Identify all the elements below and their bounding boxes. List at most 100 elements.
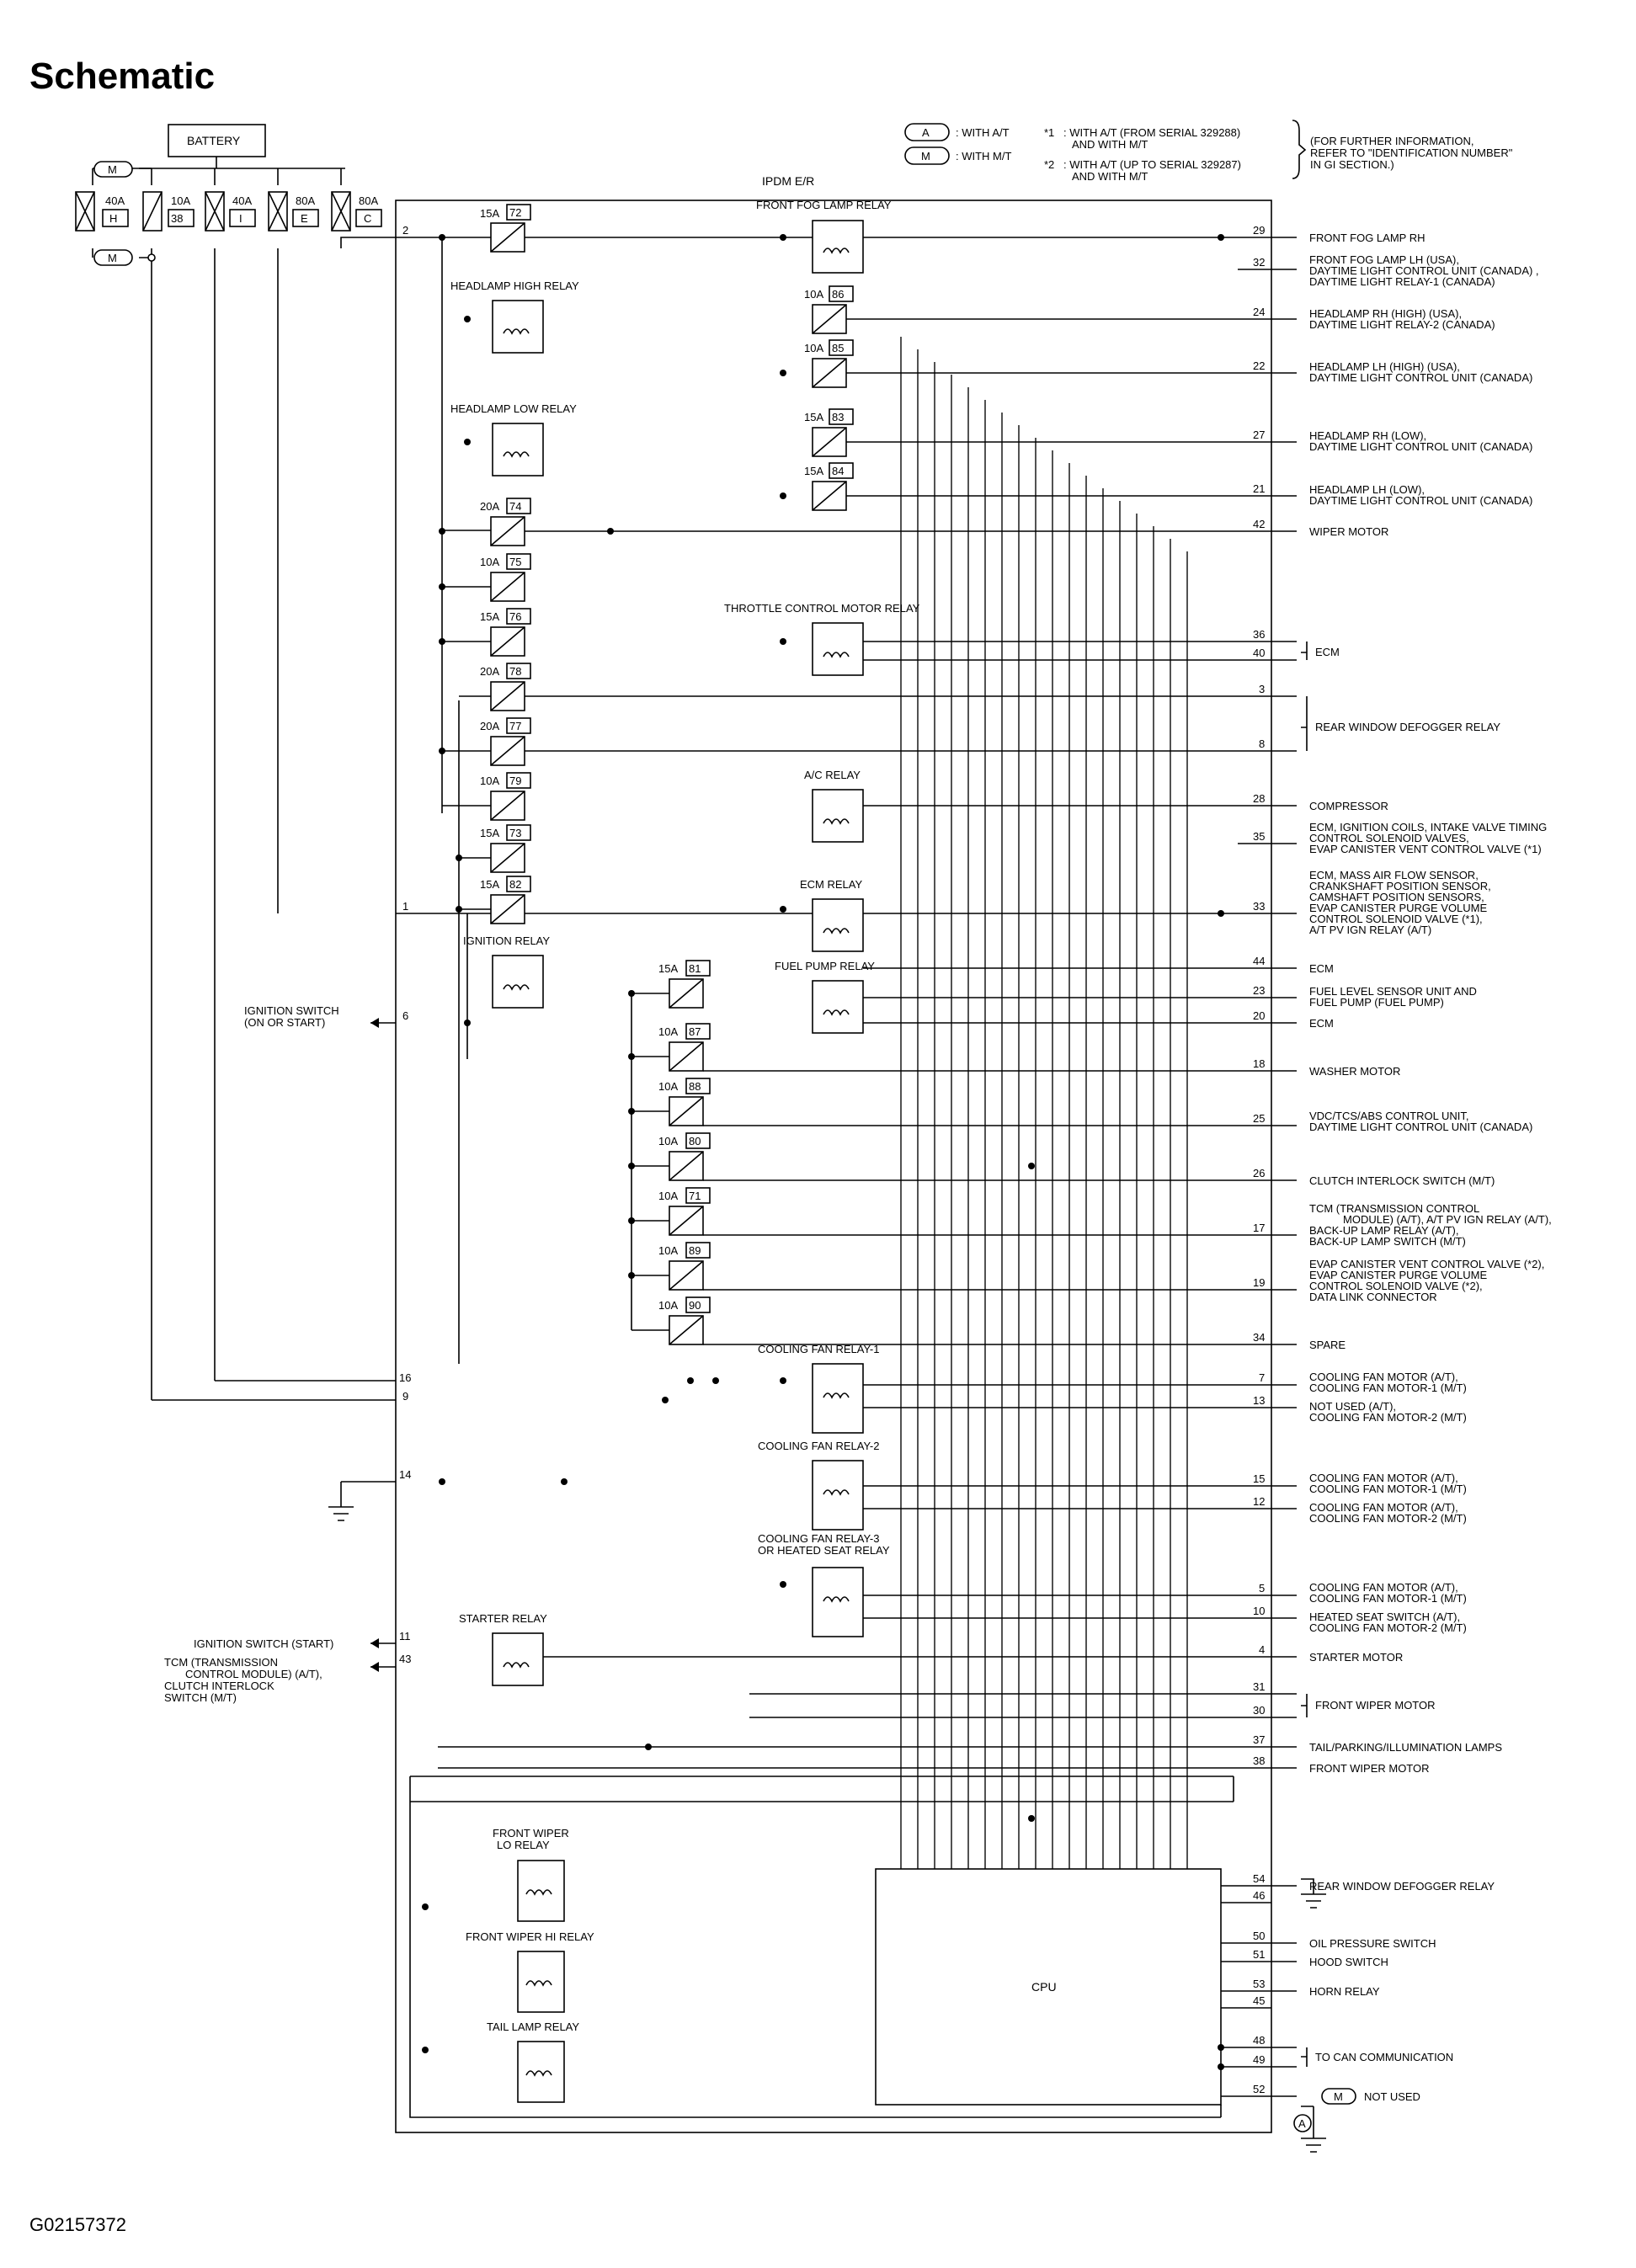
right-label: TO CAN COMMUNICATION: [1315, 2051, 1453, 2063]
right-label: DATA LINK CONNECTOR: [1309, 1291, 1437, 1303]
pin-number: 37: [1253, 1733, 1265, 1746]
fuse-amp: 20A: [480, 500, 499, 513]
battery-fuse-amp: 10A: [171, 194, 190, 207]
right-label: COOLING FAN MOTOR (A/T),: [1309, 1371, 1458, 1383]
cpu-ground-bus: [409, 1802, 1222, 2118]
fuse-amp: 10A: [658, 1080, 678, 1093]
pin-number: 44: [1253, 955, 1265, 967]
relay-label: ECM RELAY: [800, 878, 862, 891]
pin-number: 48: [1253, 2034, 1265, 2047]
relay-label: COOLING FAN RELAY-3: [758, 1532, 880, 1545]
fuse-amp: 10A: [658, 1244, 678, 1257]
fuse-amp: 10A: [480, 556, 499, 568]
pin-number: 28: [1253, 792, 1265, 805]
right-label: CONTROL SOLENOID VALVE (*1),: [1309, 913, 1483, 925]
right-label: COOLING FAN MOTOR-1 (M/T): [1309, 1592, 1467, 1605]
right-label: MODULE) (A/T), A/T PV IGN RELAY (A/T),: [1343, 1213, 1552, 1226]
right-label: NOT USED: [1364, 2090, 1420, 2103]
right-label: OIL PRESSURE SWITCH: [1309, 1937, 1436, 1950]
right-label: BACK-UP LAMP SWITCH (M/T): [1309, 1235, 1466, 1248]
right-label: ECM, IGNITION COILS, INTAKE VALVE TIMING: [1309, 821, 1547, 833]
module-label: IPDM E/R: [762, 174, 814, 188]
right-label: FRONT FOG LAMP RH: [1309, 232, 1425, 244]
right-label: CAMSHAFT POSITION SENSORS,: [1309, 891, 1484, 903]
left-input-wires: [152, 1022, 396, 1668]
right-label: ECM: [1309, 962, 1334, 975]
fuse-id: 73: [509, 827, 521, 839]
relay-label: LO RELAY: [497, 1839, 550, 1851]
pin-number: 10: [1253, 1605, 1265, 1617]
page-title: Schematic: [29, 56, 215, 97]
fuse-amp: 10A: [658, 1135, 678, 1147]
right-label: COOLING FAN MOTOR (A/T),: [1309, 1472, 1458, 1484]
m-option-symbol-bottom: [93, 249, 133, 266]
fuse-id: 83: [832, 411, 844, 423]
right-label: COOLING FAN MOTOR-2 (M/T): [1309, 1621, 1467, 1634]
fuse-id: 78: [509, 665, 521, 678]
legend-m-symbol: [904, 146, 950, 165]
fuse-id: 89: [689, 1244, 701, 1257]
right-label: CLUTCH INTERLOCK SWITCH (M/T): [1309, 1174, 1495, 1187]
right-label: COOLING FAN MOTOR (A/T),: [1309, 1581, 1458, 1594]
right-label: HEADLAMP LH (LOW),: [1309, 483, 1425, 496]
m-option-symbol-top: [93, 161, 133, 178]
relay-label: FRONT FOG LAMP RELAY: [756, 199, 892, 211]
pin-number: 19: [1253, 1276, 1265, 1289]
fuse-amp: 15A: [480, 878, 499, 891]
ground-symbol-bottom: [1301, 2106, 1326, 2153]
right-label: TAIL/PARKING/ILLUMINATION LAMPS: [1309, 1741, 1502, 1754]
fuse-id: 75: [509, 556, 521, 568]
pin-number: 25: [1253, 1112, 1265, 1125]
cooling-fan-relay-3: [812, 1567, 864, 1637]
legend-a-symbol: [904, 123, 950, 141]
battery-fuse-id: E: [301, 212, 308, 225]
fuse-id: 80: [689, 1135, 701, 1147]
pin-number: 26: [1253, 1167, 1265, 1179]
cpu-label: CPU: [1031, 1980, 1057, 1994]
right-label: REAR WINDOW DEFOGGER RELAY: [1315, 721, 1500, 733]
right-label: COOLING FAN MOTOR-1 (M/T): [1309, 1382, 1467, 1394]
cpu-sense-wires: [900, 337, 1188, 1869]
pin-number: 43: [399, 1653, 411, 1665]
right-label: DAYTIME LIGHT RELAY-2 (CANADA): [1309, 318, 1495, 331]
pin-number: 32: [1253, 256, 1265, 269]
legend-note-1-line-2: AND WITH M/T: [1072, 138, 1148, 151]
right-label: EVAP CANISTER VENT CONTROL VALVE (*1): [1309, 843, 1542, 855]
svg-text:M: M: [108, 163, 117, 176]
battery-fuse-amp: 80A: [296, 194, 315, 207]
right-label: CONTROL SOLENOID VALVE (*2),: [1309, 1280, 1483, 1292]
legend-note-1-line-1: : WITH A/T (FROM SERIAL 329288): [1063, 126, 1240, 139]
pin-number: 6: [402, 1009, 408, 1022]
cooling-fan-relay-1: [812, 1363, 864, 1434]
right-label: HEADLAMP RH (HIGH) (USA),: [1309, 307, 1462, 320]
right-label: DAYTIME LIGHT CONTROL UNIT (CANADA): [1309, 494, 1532, 507]
right-label: FRONT WIPER MOTOR: [1309, 1762, 1430, 1775]
right-label: COOLING FAN MOTOR-1 (M/T): [1309, 1483, 1467, 1495]
pin-number: 16: [399, 1371, 411, 1384]
legend-note-1-mark: *1: [1044, 126, 1054, 139]
fuse-id: 87: [689, 1025, 701, 1038]
fuse-id: 79: [509, 775, 521, 787]
pin-number: 7: [1259, 1371, 1265, 1384]
pin-number: 52: [1253, 2083, 1265, 2095]
pin-number: 11: [399, 1630, 411, 1642]
right-label: NOT USED (A/T),: [1309, 1400, 1396, 1413]
left-label: IGNITION SWITCH (START): [194, 1637, 333, 1650]
ground-symbol-cpu: [1301, 1878, 1326, 1909]
headlamp-high-relay: [492, 300, 544, 354]
right-label: FUEL LEVEL SENSOR UNIT AND: [1309, 985, 1477, 998]
relay-label: FRONT WIPER: [493, 1827, 569, 1839]
right-label: TCM (TRANSMISSION CONTROL: [1309, 1202, 1479, 1215]
pin-number: 9: [402, 1390, 408, 1403]
pin-number: 24: [1253, 306, 1265, 318]
right-label: FUEL PUMP (FUEL PUMP): [1309, 996, 1444, 1009]
pin-number: 50: [1253, 1930, 1265, 1942]
right-label: ECM: [1309, 1017, 1334, 1030]
pin-number: 49: [1253, 2053, 1265, 2066]
junction-dots: [422, 234, 1224, 2070]
output-connector-stubs: [1271, 237, 1297, 2097]
right-label: COOLING FAN MOTOR-2 (M/T): [1309, 1512, 1467, 1525]
pin-number: 14: [399, 1468, 411, 1481]
pin-number: 3: [1259, 683, 1265, 695]
right-label: DAYTIME LIGHT CONTROL UNIT (CANADA): [1309, 440, 1532, 453]
